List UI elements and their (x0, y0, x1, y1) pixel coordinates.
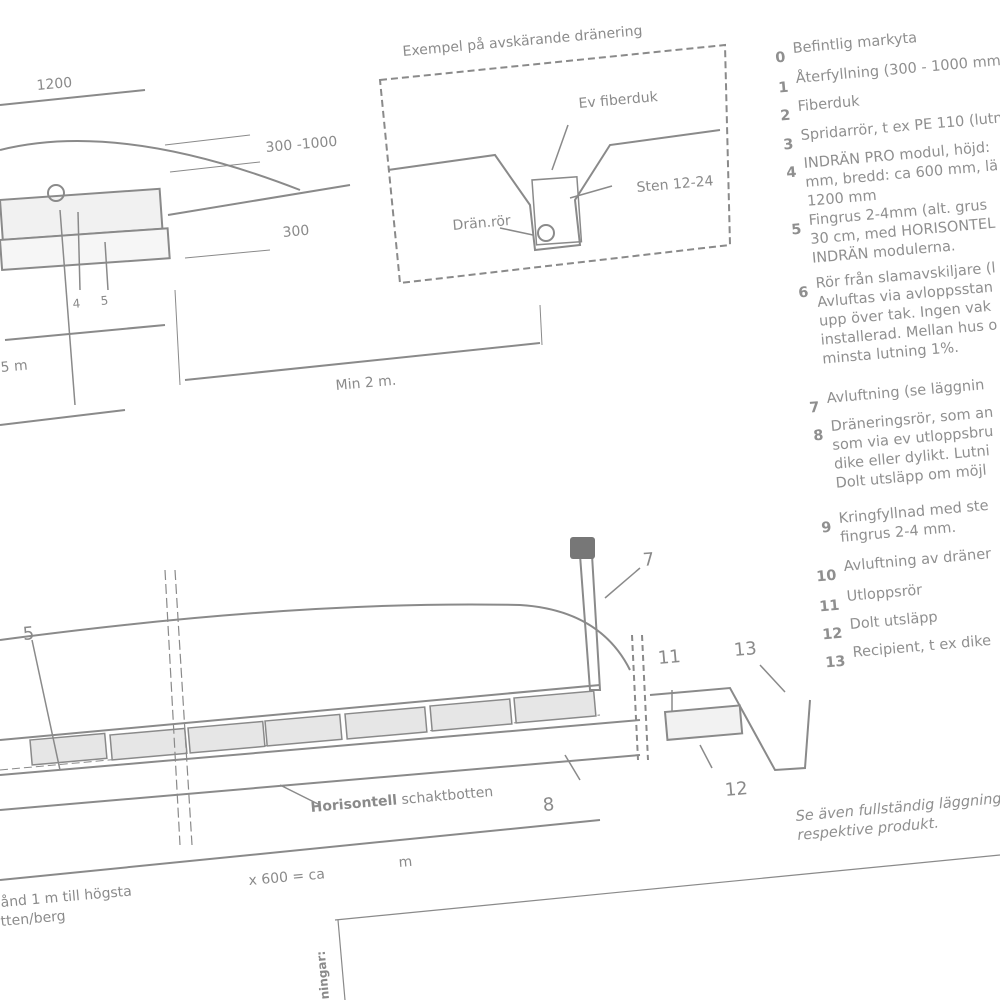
legend-item-8: 8 Dräneringsrör, som an som via ev utlopp… (813, 403, 1000, 494)
callout-12: 12 (724, 778, 749, 801)
legend-num: 11 (818, 597, 841, 616)
dim-min2m-line (184, 342, 541, 381)
legend-num: 0 (774, 49, 787, 67)
legend-num: 9 (820, 519, 833, 537)
callout-11: 11 (657, 646, 682, 669)
spreader-pipe (47, 184, 65, 202)
legend-num: 12 (821, 625, 844, 644)
backfill-mound (0, 140, 301, 191)
dim-5m: 5 m (0, 357, 29, 376)
legend-num: 13 (824, 653, 847, 672)
legend-text: Rör från slamavskiljare (l Avluftas via … (815, 260, 998, 368)
dim-5m-line (4, 324, 166, 341)
vent-cap (570, 537, 595, 559)
callout-5-bottom: 5 (22, 623, 36, 645)
legend-num: 8 (812, 427, 825, 445)
callout-13: 13 (733, 638, 758, 661)
m-label: m (398, 853, 413, 871)
callout-4: 4 (72, 296, 81, 311)
legend-num: 2 (779, 107, 792, 125)
legend-text: Dräneringsrör, som an som via ev utlopps… (830, 404, 994, 492)
callout-7: 7 (642, 549, 656, 571)
dim-300: 300 (282, 222, 311, 241)
legend-num: 7 (808, 399, 821, 417)
legend-text: Fiberduk (797, 93, 861, 115)
legend-num: 5 (790, 221, 803, 239)
inset-frame (378, 43, 732, 285)
legend-item-6: 6 Rör från slamavskiljare (l Avluftas via… (798, 258, 1000, 370)
callout-5: 5 (100, 293, 109, 308)
legend-num: 4 (785, 164, 798, 182)
dim-1200: 1200 (36, 74, 73, 94)
callout-8: 8 (542, 794, 556, 816)
legend-num: 1 (777, 79, 790, 97)
legend-num: 10 (815, 567, 838, 586)
vent-pipe (579, 554, 602, 691)
legend-num: 6 (797, 284, 810, 302)
legend-num: 3 (782, 136, 795, 154)
dim-1200-line (0, 89, 146, 106)
